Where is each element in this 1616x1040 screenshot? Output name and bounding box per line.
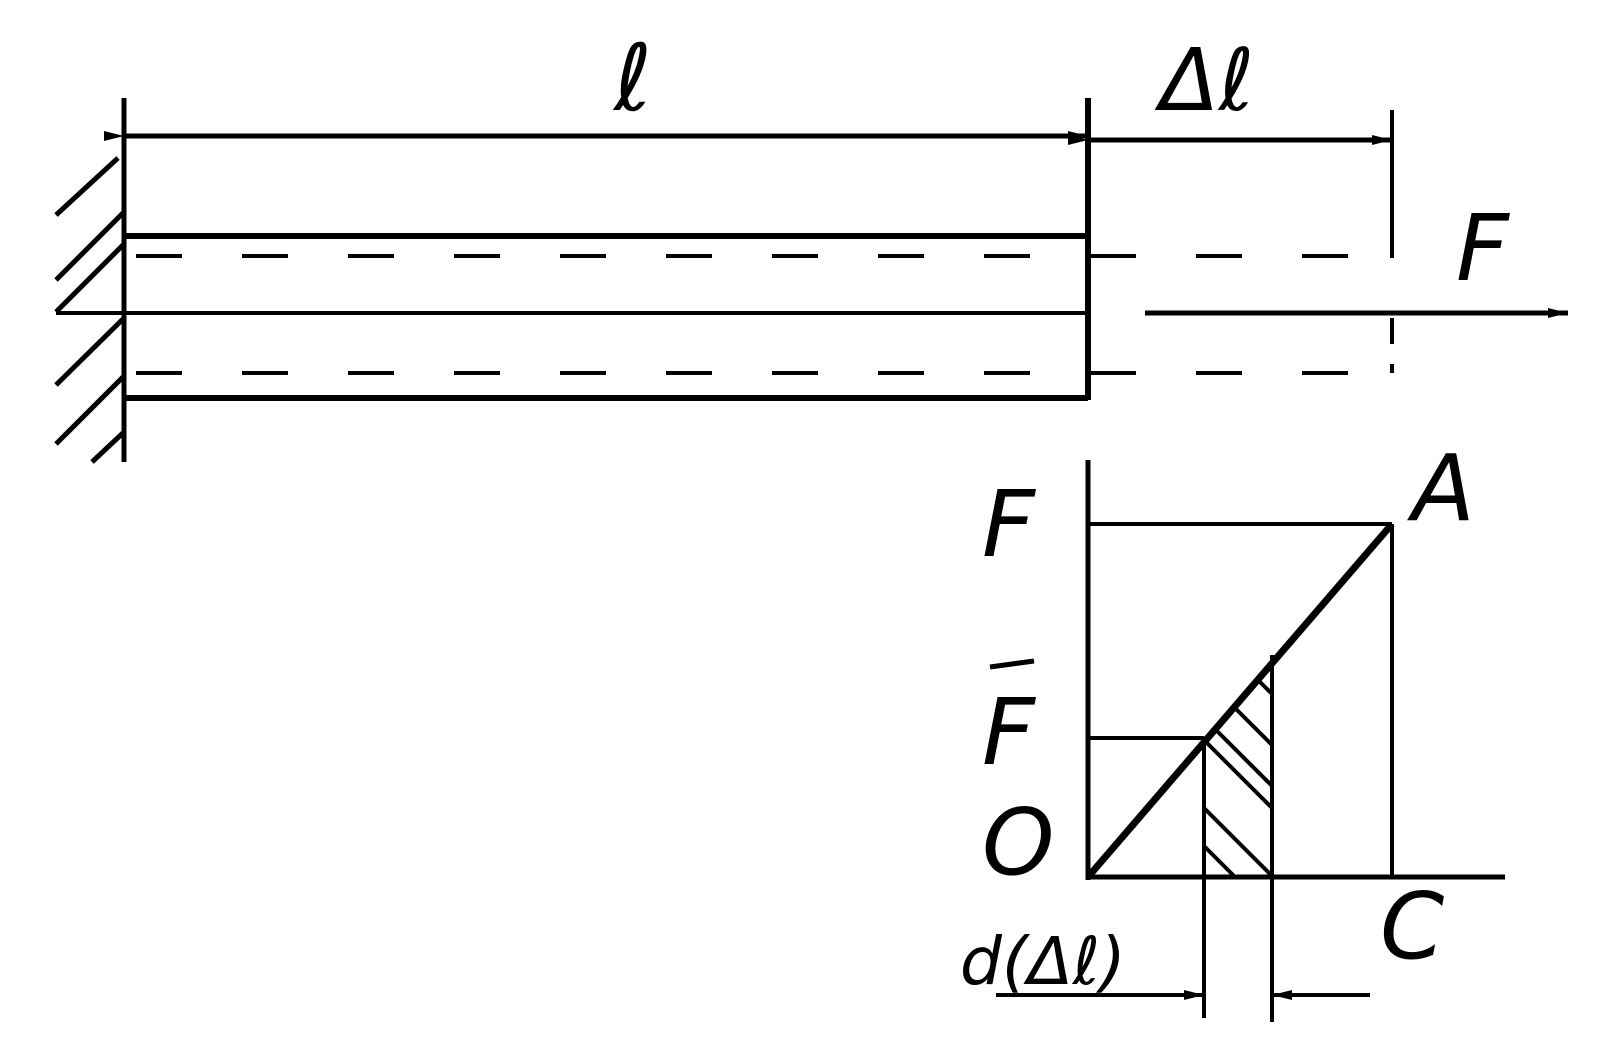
point-label-c: C xyxy=(1380,873,1444,980)
point-label-a: A xyxy=(1407,435,1475,542)
graph-guides xyxy=(1088,522,1394,1022)
increment-label: d(Δℓ) xyxy=(960,923,1126,1000)
graph-axes xyxy=(1085,460,1505,880)
length-label: ℓ xyxy=(612,25,652,132)
origin-label: O xyxy=(982,789,1054,896)
hatched-strip xyxy=(1202,678,1274,878)
load-line-oa xyxy=(1085,521,1395,880)
axis-label-f-bar: F xyxy=(982,679,1036,786)
bar-original xyxy=(124,98,1091,401)
bar-elongated-outline xyxy=(136,110,1395,375)
force-label: F xyxy=(1456,195,1510,302)
wall-support xyxy=(54,98,127,464)
axis-label-f: F xyxy=(982,471,1036,578)
elongation-label: Δℓ xyxy=(1154,31,1254,131)
f-bar-overline xyxy=(989,658,1035,670)
